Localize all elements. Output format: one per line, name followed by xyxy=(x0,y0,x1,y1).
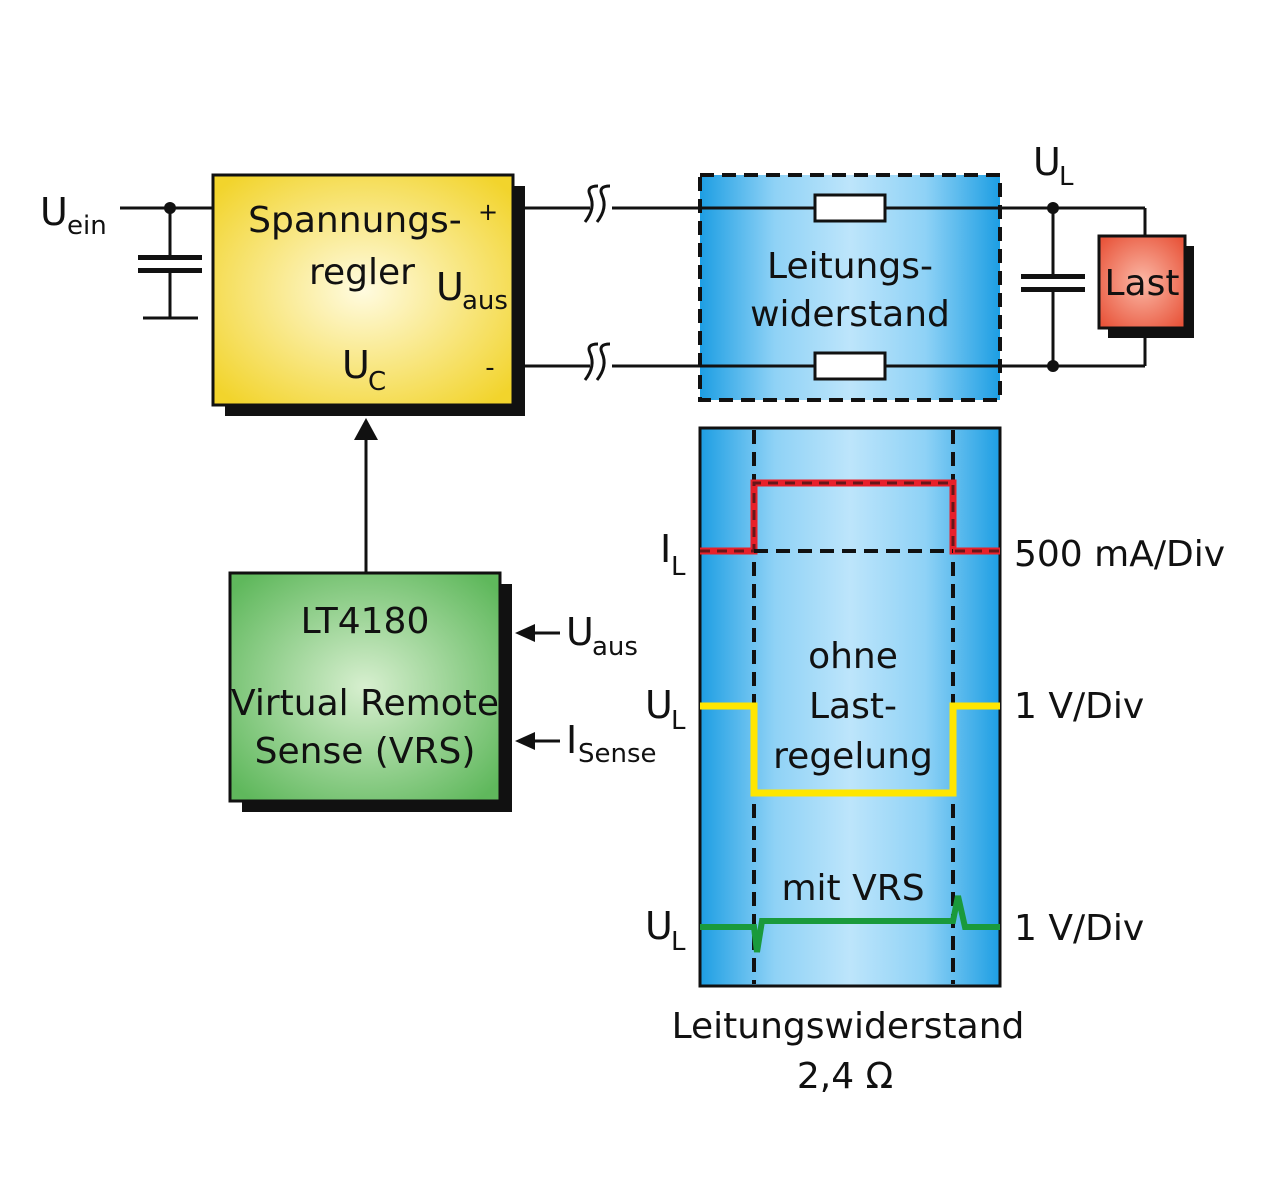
voltage-regulator-block: Spannungs- regler + U aus U C - xyxy=(211,173,525,416)
junction-dot xyxy=(164,202,176,214)
junction-dot xyxy=(1047,202,1059,214)
trace-ul-with-vrs xyxy=(700,895,1000,953)
scope-caption-line2: 2,4 Ω xyxy=(797,1056,893,1097)
load-capacitor-symbol xyxy=(1021,274,1085,292)
vrs-chip-block: LT4180 Virtual Remote Sense (VRS) xyxy=(228,571,512,812)
regulator-title-line1: Spannungs- xyxy=(248,200,462,241)
regulator-output-label: U aus xyxy=(436,265,508,316)
trace-label-il: I L xyxy=(660,527,686,582)
svg-text:U: U xyxy=(566,610,594,654)
svg-text:U: U xyxy=(645,904,673,948)
load-block: Last xyxy=(1097,234,1194,338)
svg-text:L: L xyxy=(671,706,686,736)
vrs-title-line2: Sense (VRS) xyxy=(255,731,476,772)
scope-caption-line1: Leitungswiderstand xyxy=(672,1006,1025,1047)
input-label: U ein xyxy=(40,190,107,241)
line-resistor-bottom xyxy=(813,351,887,381)
trace-label-ul-2: U L xyxy=(645,904,686,957)
scale-ul-2: 1 V/Div xyxy=(1014,908,1144,949)
line-resistance-label-line1: Leitungs- xyxy=(767,246,933,287)
svg-text:L: L xyxy=(1059,162,1074,192)
svg-text:ein: ein xyxy=(67,211,107,241)
vrs-title-line1: Virtual Remote xyxy=(231,683,499,724)
trace-ul-without-vrs xyxy=(700,702,1000,797)
control-arrow xyxy=(354,418,378,572)
svg-text:U: U xyxy=(645,683,673,727)
line-resistor-top xyxy=(813,193,887,223)
with-vrs-text: mit VRS xyxy=(781,868,924,909)
vrs-part-number: LT4180 xyxy=(301,601,430,642)
svg-text:aus: aus xyxy=(592,632,638,662)
without-regulation-text-line2: Last- xyxy=(809,686,897,727)
junction-dot xyxy=(1047,360,1059,372)
minus-terminal-label: - xyxy=(485,353,494,383)
load-voltage-label: U L xyxy=(1033,140,1074,192)
svg-text:U: U xyxy=(40,190,68,234)
plus-terminal-label: + xyxy=(478,198,498,226)
vrs-input-uaus-label: U aus xyxy=(566,610,638,662)
line-resistance-label-line2: widerstand xyxy=(750,294,950,335)
svg-text:I: I xyxy=(660,527,671,571)
vrs-input-arrows xyxy=(515,624,560,750)
svg-text:U: U xyxy=(342,343,370,387)
svg-text:L: L xyxy=(671,552,686,582)
output-wiring xyxy=(525,184,700,381)
oscilloscope-panel: ohne Last- regelung mit VRS xyxy=(698,426,1002,988)
svg-text:I: I xyxy=(566,718,577,762)
svg-text:Last: Last xyxy=(1105,263,1180,304)
regulator-title-line2: regler xyxy=(309,252,415,293)
vrs-input-isense-label: I Sense xyxy=(566,718,657,769)
regulator-control-label: U C xyxy=(342,343,386,397)
scale-ul-1: 1 V/Div xyxy=(1014,686,1144,727)
svg-text:aus: aus xyxy=(462,286,508,316)
input-wiring xyxy=(120,206,213,320)
trace-label-ul-1: U L xyxy=(645,683,686,736)
svg-text:Sense: Sense xyxy=(578,739,657,769)
svg-text:U: U xyxy=(1033,140,1061,184)
without-regulation-text-line1: ohne xyxy=(808,636,898,677)
without-regulation-text-line3: regelung xyxy=(773,736,933,777)
scale-il: 500 mA/Div xyxy=(1014,534,1225,575)
svg-text:C: C xyxy=(368,367,386,397)
svg-text:U: U xyxy=(436,265,464,309)
line-resistance-box: Leitungs- widerstand xyxy=(698,173,1002,402)
svg-text:L: L xyxy=(671,927,686,957)
input-capacitor-symbol xyxy=(138,255,202,273)
